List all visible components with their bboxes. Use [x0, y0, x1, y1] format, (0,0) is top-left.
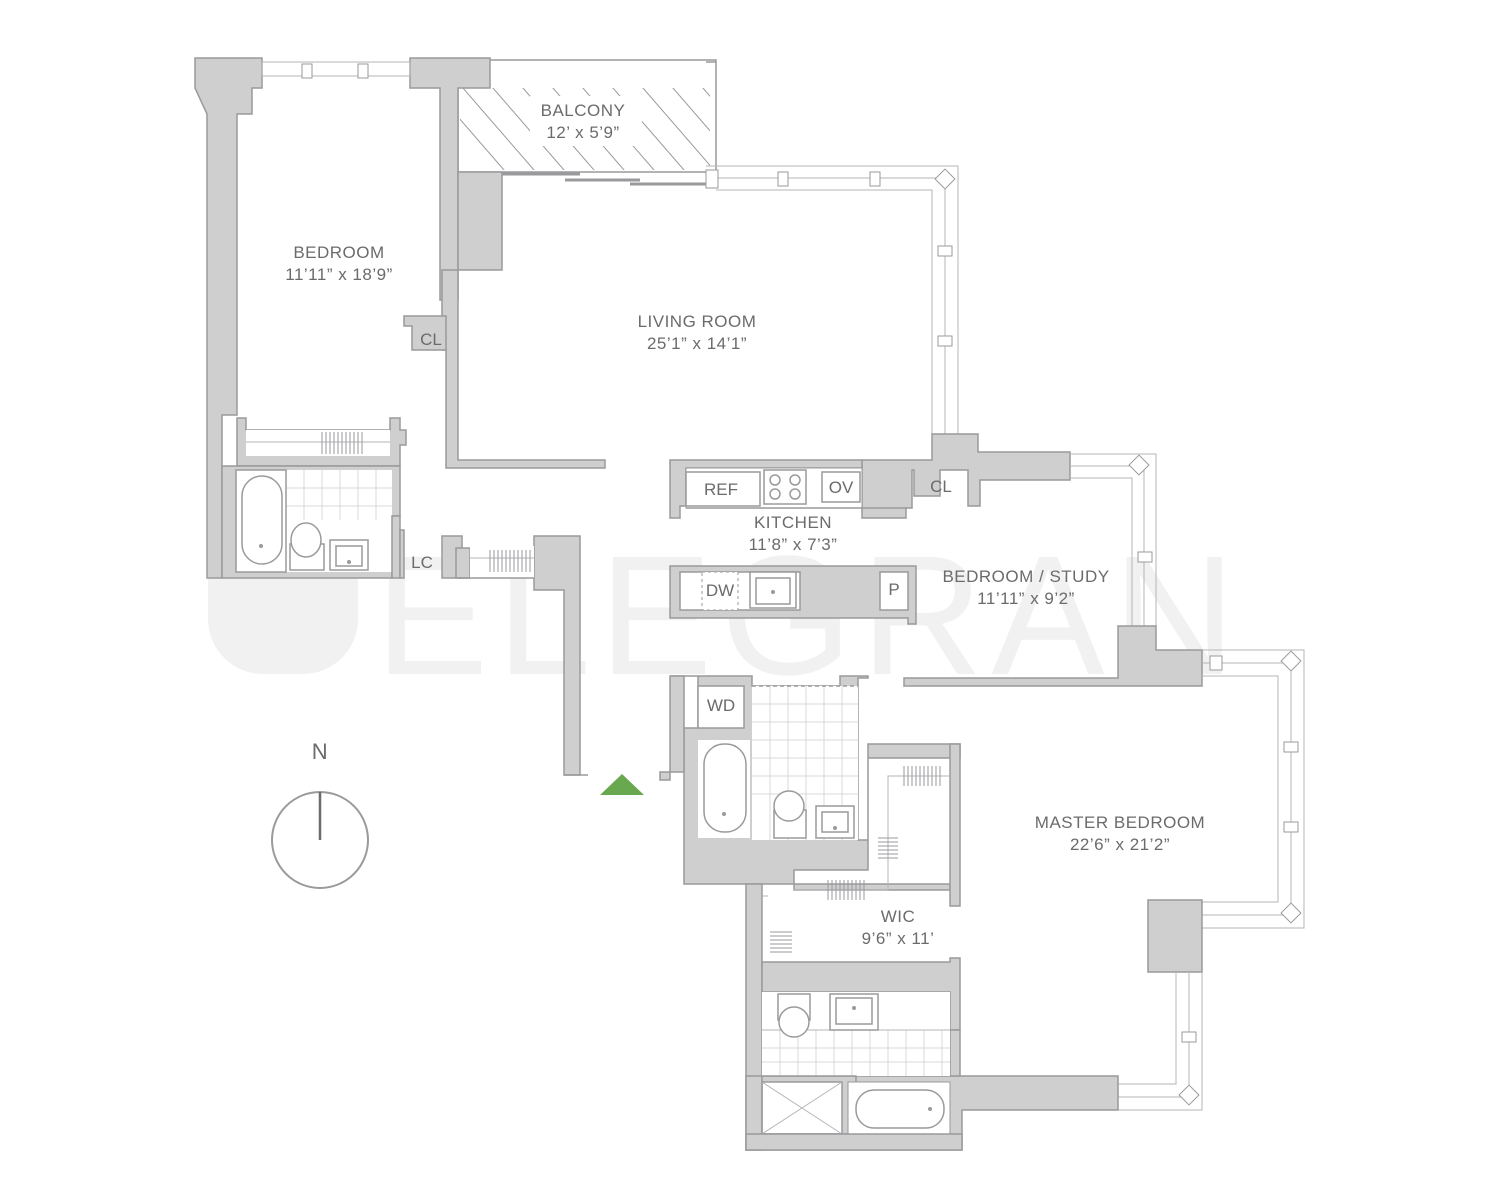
bathtub-icon: [855, 1089, 945, 1129]
wic-dim: 9’6” x 11’: [862, 929, 935, 948]
study-dim: 11’11” x 9’2”: [977, 589, 1075, 608]
study-name: BEDROOM / STUDY: [942, 567, 1109, 586]
washer-dryer-icon: [697, 685, 745, 729]
bedroom-walls: [194, 57, 606, 579]
hall-bathroom: [659, 675, 961, 891]
closet-label: CL: [930, 477, 952, 496]
study-windows: [903, 453, 1203, 687]
pantry-label: P: [888, 580, 899, 599]
closet-label: CL: [420, 330, 442, 349]
bedroom-bathroom: [221, 465, 401, 579]
dishwasher-icon: [701, 571, 739, 611]
pantry-icon: [879, 571, 909, 611]
north-label: N: [312, 739, 328, 764]
wic-name: WIC: [881, 907, 916, 926]
refrigerator-icon: [685, 471, 761, 507]
kitchen: [669, 433, 1071, 625]
bedroom-dim: 11’11” x 18’9”: [285, 265, 392, 284]
master-bedroom-dim: 22’6” x 21’2”: [1070, 835, 1170, 854]
refrigerator-label: REF: [704, 480, 738, 499]
living-room-dim: 25’1” x 14’1”: [647, 334, 747, 353]
kitchen-dim: 11’8” x 7’3”: [749, 535, 838, 554]
balcony-name: BALCONY: [541, 101, 626, 120]
master-bathroom: [745, 992, 1119, 1151]
master-bedroom-name: MASTER BEDROOM: [1035, 813, 1205, 832]
bedroom-name: BEDROOM: [293, 243, 384, 262]
living-room-name: LIVING ROOM: [638, 312, 757, 331]
linen-closet-label: LC: [411, 553, 433, 572]
entry-arrow-icon: [600, 774, 644, 795]
living-room-windows: [705, 165, 959, 434]
bathtub-icon: [241, 475, 283, 565]
oven-icon: [821, 471, 861, 503]
cooktop-icon: [763, 469, 807, 505]
dishwasher-label: DW: [706, 581, 734, 600]
oven-label: OV: [829, 478, 854, 497]
kitchen-name: KITCHEN: [754, 513, 832, 532]
balcony-dim: 12’ x 5’9”: [546, 123, 619, 142]
linen-closet: [391, 515, 588, 776]
compass: N: [271, 739, 369, 889]
bathtub-icon: [703, 743, 747, 833]
washer-dryer-label: WD: [707, 696, 735, 715]
master-windows: [1118, 649, 1305, 1111]
